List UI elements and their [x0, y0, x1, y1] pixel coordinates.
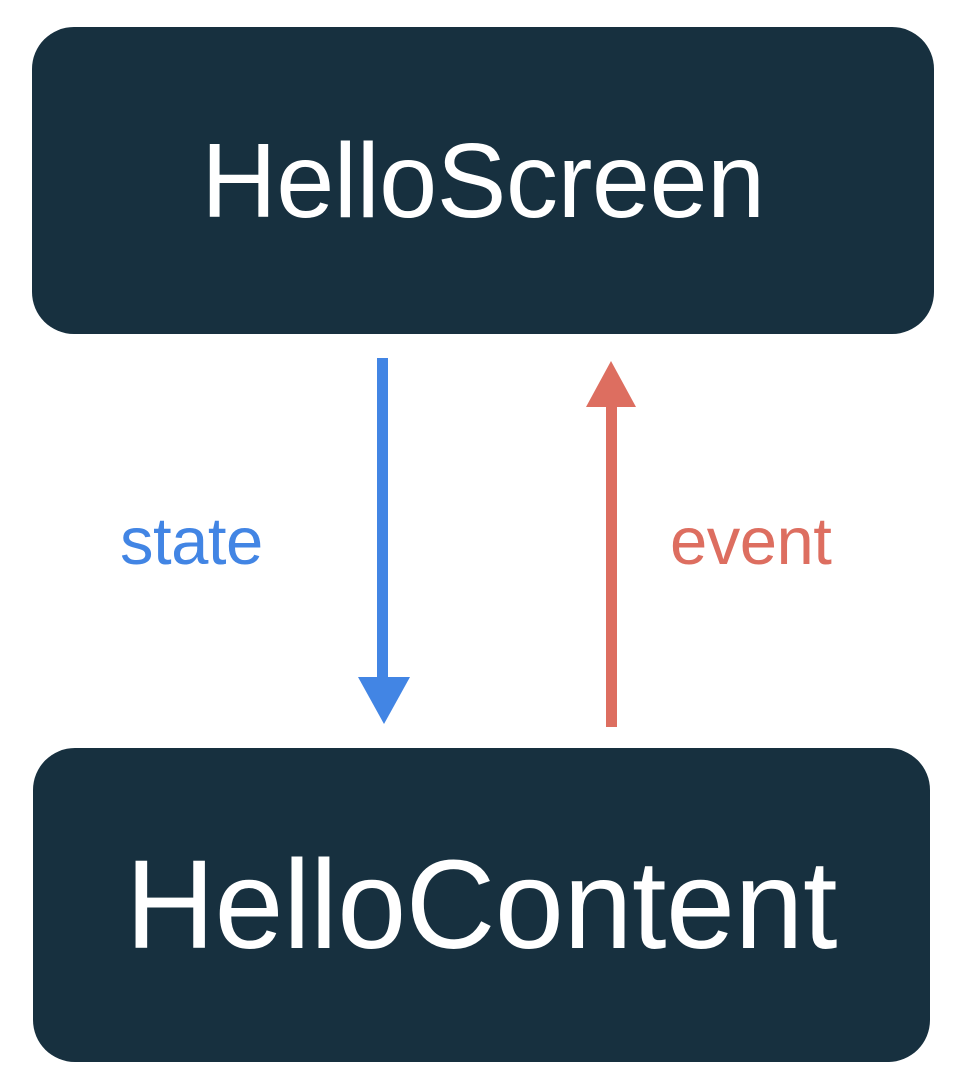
node-hello-screen[interactable]: HelloScreen [32, 27, 934, 334]
node-hello-content-label: HelloContent [125, 834, 838, 975]
node-hello-content[interactable]: HelloContent [33, 748, 930, 1062]
arrow-event-head-icon [586, 361, 636, 407]
edge-label-event: event [670, 504, 832, 579]
arrow-state-down [358, 358, 410, 724]
node-hello-screen-label: HelloScreen [201, 121, 765, 240]
arrow-state-head-icon [358, 677, 410, 724]
arrow-event-up [586, 361, 636, 727]
arrow-state-shaft [377, 358, 388, 683]
arrow-event-shaft [606, 407, 617, 727]
edge-label-state: state [120, 504, 263, 579]
